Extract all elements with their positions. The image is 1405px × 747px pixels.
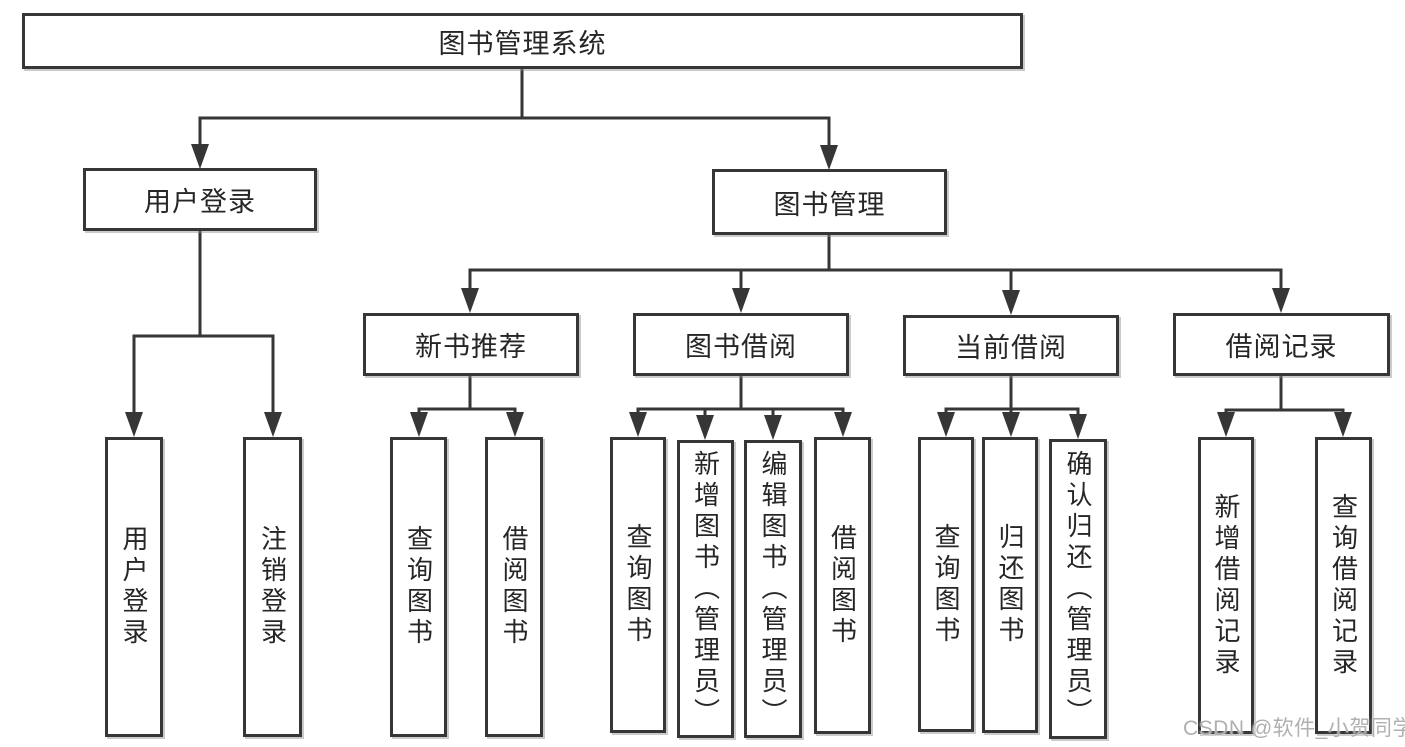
leaf-bb-edit-books: 编辑图书（管理员） bbox=[744, 440, 802, 738]
leaf-cb-return-books: 归还图书 bbox=[982, 437, 1038, 733]
leaf-br-add-record-label: 新增借阅记录 bbox=[1211, 492, 1241, 679]
leaf-rec-borrow-books: 借阅图书 bbox=[485, 437, 543, 737]
connectors-new-book-rec bbox=[410, 374, 524, 437]
connectors-current-borrow bbox=[937, 374, 1087, 439]
csdn-watermark: CSDN @软件_小贺同学 bbox=[1183, 717, 1405, 740]
connectors-book-borrow bbox=[629, 374, 852, 440]
connectors-user-login bbox=[125, 229, 282, 437]
leaf-cb-query-books-label: 查询图书 bbox=[931, 522, 961, 647]
connectors-borrow-records bbox=[1217, 374, 1352, 437]
leaf-logout: 注销登录 bbox=[243, 437, 302, 737]
node-book-borrow-label: 图书借阅 bbox=[685, 332, 797, 362]
leaf-br-add-record: 新增借阅记录 bbox=[1198, 437, 1254, 734]
node-borrow-records: 借阅记录 bbox=[1173, 313, 1390, 376]
leaf-cb-confirm-return-label: 确认归还（管理员） bbox=[1063, 449, 1093, 729]
connectors-book-mgmt bbox=[461, 233, 1290, 315]
node-root: 图书管理系统 bbox=[22, 13, 1023, 69]
leaf-cb-confirm-return: 确认归还（管理员） bbox=[1049, 439, 1107, 739]
node-user-login: 用户登录 bbox=[83, 168, 317, 231]
node-book-mgmt-label: 图书管理 bbox=[773, 189, 886, 220]
leaf-bb-borrow-books: 借阅图书 bbox=[814, 437, 871, 734]
node-new-book-rec: 新书推荐 bbox=[363, 313, 579, 376]
node-borrow-records-label: 借阅记录 bbox=[1225, 332, 1338, 362]
node-new-book-rec-label: 新书推荐 bbox=[415, 332, 527, 362]
leaf-br-query-record-label: 查询借阅记录 bbox=[1328, 492, 1359, 679]
node-book-mgmt: 图书管理 bbox=[712, 169, 947, 235]
leaf-bb-query-books-label: 查询图书 bbox=[623, 523, 653, 647]
node-current-borrow: 当前借阅 bbox=[903, 315, 1119, 376]
leaf-cb-query-books: 查询图书 bbox=[918, 437, 974, 732]
node-book-borrow: 图书借阅 bbox=[633, 313, 849, 376]
leaf-bb-add-books: 新增图书（管理员） bbox=[677, 440, 734, 738]
leaf-logout-label: 注销登录 bbox=[257, 525, 288, 649]
connectors-root bbox=[191, 67, 838, 170]
node-root-label: 图书管理系统 bbox=[438, 28, 607, 59]
node-user-login-label: 用户登录 bbox=[144, 187, 256, 217]
leaf-bb-query-books: 查询图书 bbox=[610, 437, 666, 733]
leaf-bb-borrow-books-label: 借阅图书 bbox=[827, 523, 858, 648]
node-current-borrow-label: 当前借阅 bbox=[955, 333, 1067, 363]
leaf-user-login: 用户登录 bbox=[105, 437, 163, 737]
leaf-user-login-label: 用户登录 bbox=[119, 525, 149, 649]
leaf-cb-return-books-label: 归还图书 bbox=[995, 523, 1025, 647]
leaf-br-query-record: 查询借阅记录 bbox=[1315, 437, 1372, 734]
leaf-rec-query-books-label: 查询图书 bbox=[403, 525, 434, 649]
leaf-rec-borrow-books-label: 借阅图书 bbox=[499, 525, 529, 649]
leaf-bb-add-books-label: 新增图书（管理员） bbox=[690, 449, 721, 729]
leaf-rec-query-books: 查询图书 bbox=[390, 437, 447, 737]
leaf-bb-edit-books-label: 编辑图书（管理员） bbox=[758, 449, 788, 729]
